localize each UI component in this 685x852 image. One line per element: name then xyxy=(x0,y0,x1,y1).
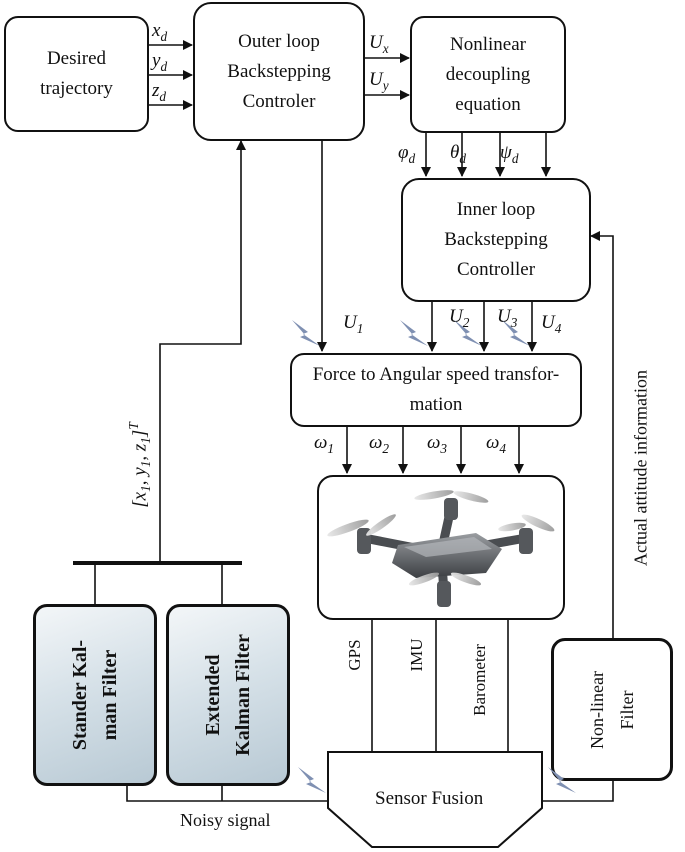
inner-line3: Controller xyxy=(456,259,536,280)
force-line1: Force to Angular speed transfor- xyxy=(312,364,560,385)
desired-line2: trajectory xyxy=(40,78,113,99)
nonlinear-filter-block: Non-linear Filter xyxy=(551,638,673,781)
feedback-position-label: [x1, y1, z1]T xyxy=(125,422,154,508)
actual-attitude-label: Actual attitude information xyxy=(630,370,651,566)
sensor-fusion-label: Sensor Fusion xyxy=(375,788,484,809)
drone-image xyxy=(327,489,555,607)
signal-u3: U3 xyxy=(497,306,518,330)
force-line2: mation xyxy=(409,394,463,415)
signal-u2: U2 xyxy=(449,306,470,330)
sensor-fusion-block xyxy=(327,751,543,848)
wireless-signal-icon xyxy=(454,320,482,346)
desired-line1: Desired xyxy=(46,48,107,69)
signal-zd: zd xyxy=(152,80,167,104)
inner-line1: Inner loop xyxy=(456,199,536,220)
wireless-signal-icon xyxy=(400,320,428,346)
outer-line2: Backstepping xyxy=(227,60,331,82)
outer-line1: Outer loop xyxy=(238,30,320,52)
noisy-signal-label: Noisy signal xyxy=(180,810,271,830)
signal-phi: φd xyxy=(398,142,416,166)
sensor-barometer-label: Barometer xyxy=(470,644,489,716)
signal-xd: xd xyxy=(152,20,168,44)
outer-line3: Controler xyxy=(242,90,316,112)
force-to-angular-speed-block: Force to Angular speed transfor- mation xyxy=(290,353,582,427)
wireless-signal-icon xyxy=(502,320,530,346)
wireless-signal-icon xyxy=(548,767,576,793)
kalman-line2: man Filter xyxy=(99,649,121,741)
signal-theta: θd xyxy=(450,142,466,166)
kalman-line1: Stander Kal- xyxy=(69,639,91,751)
standard-kalman-filter-block: Stander Kal- man Filter xyxy=(33,604,157,786)
nlfilter-line1: Non-linear xyxy=(587,670,607,749)
sensor-gps-label: GPS xyxy=(345,639,364,671)
ekf-line2: Kalman Filter xyxy=(232,634,254,756)
extended-kalman-filter-block: Extended Kalman Filter xyxy=(166,604,290,786)
outer-loop-controller-block: Outer loop Backstepping Controler xyxy=(193,2,365,141)
signal-yd: yd xyxy=(152,50,168,74)
signal-u1: U1 xyxy=(343,312,364,336)
signal-u4: U4 xyxy=(541,312,562,336)
nonlinear-line2: decoupling xyxy=(445,63,531,85)
signal-w4: ω4 xyxy=(486,432,507,456)
ekf-line1: Extended xyxy=(202,654,224,736)
drone-block xyxy=(317,475,565,620)
signal-w1: ω1 xyxy=(314,432,335,456)
signal-w3: ω3 xyxy=(427,432,448,456)
signal-ux: Ux xyxy=(369,32,389,56)
sensor-imu-label: IMU xyxy=(407,638,426,672)
inner-line2: Backstepping xyxy=(444,229,548,250)
nlfilter-line2: Filter xyxy=(617,690,637,729)
nonlinear-decoupling-block: Nonlinear decoupling equation xyxy=(410,16,566,133)
nonlinear-line1: Nonlinear xyxy=(450,33,526,55)
wireless-signal-icon xyxy=(298,767,326,793)
signal-w2: ω2 xyxy=(369,432,390,456)
signal-uy: Uy xyxy=(369,69,389,93)
signal-psi: ψd xyxy=(500,142,519,166)
nonlinear-line3: equation xyxy=(455,93,521,115)
desired-trajectory-block: Desired trajectory xyxy=(4,16,149,132)
wireless-signal-icon xyxy=(292,320,320,346)
inner-loop-controller-block: Inner loop Backstepping Controller xyxy=(401,178,591,302)
